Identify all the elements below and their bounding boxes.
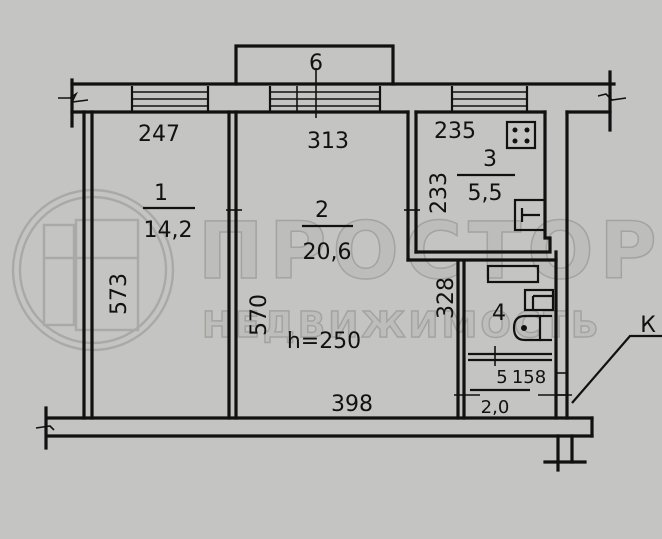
shaft-label: К [640,313,656,338]
ceiling-height: h=250 [287,329,361,354]
room-5-area: 2,0 [481,397,510,418]
dim-room1-width: 247 [138,122,180,147]
window-room3 [450,86,529,112]
top-wall [58,68,627,132]
room-5-label: 5 2,0 [470,367,530,418]
room-3-area: 5,5 [468,181,503,206]
sink-icon [513,198,547,232]
room-2-label: 2 20,6 [302,198,353,265]
room-2-area: 20,6 [303,240,352,265]
partition-1-2 [226,110,242,420]
room-5-number: 5 [496,367,507,388]
room-3-number: 3 [483,147,497,172]
bathroom-walls [454,250,572,420]
watermark-line1: ПРОСТОР [198,207,662,297]
dim-room2-width: 313 [307,129,349,154]
stove-icon [505,120,537,150]
window-room1 [130,86,210,112]
room-2-number: 2 [315,198,329,223]
washbasin-icon [523,288,555,312]
dim-room2-bottom: 398 [331,392,373,417]
dim-room2-length: 570 [247,294,272,336]
dim-room3-length: 233 [427,172,452,214]
dim-room4-length: 328 [434,277,459,319]
room-3-label: 3 5,5 [457,147,515,206]
room-1-number: 1 [154,181,168,206]
dim-room1-length: 573 [107,273,132,315]
room1-walls [82,110,94,420]
balcony [234,44,395,86]
window-room2 [268,68,382,118]
room-1-label: 1 14,2 [143,181,195,243]
room-4-number: 4 [492,301,506,326]
room-6-number: 6 [309,51,323,76]
room-1-area: 14,2 [144,218,193,243]
toilet-icon [512,314,552,342]
dim-room3-width: 235 [434,119,476,144]
bottom-wall [35,334,662,472]
dim-room5-length: 158 [512,367,546,388]
room3-walls [404,110,612,420]
bathtub-icon [486,264,540,284]
watermark: ПРОСТОР НЕДВИЖИМОСТЬ [11,188,662,352]
